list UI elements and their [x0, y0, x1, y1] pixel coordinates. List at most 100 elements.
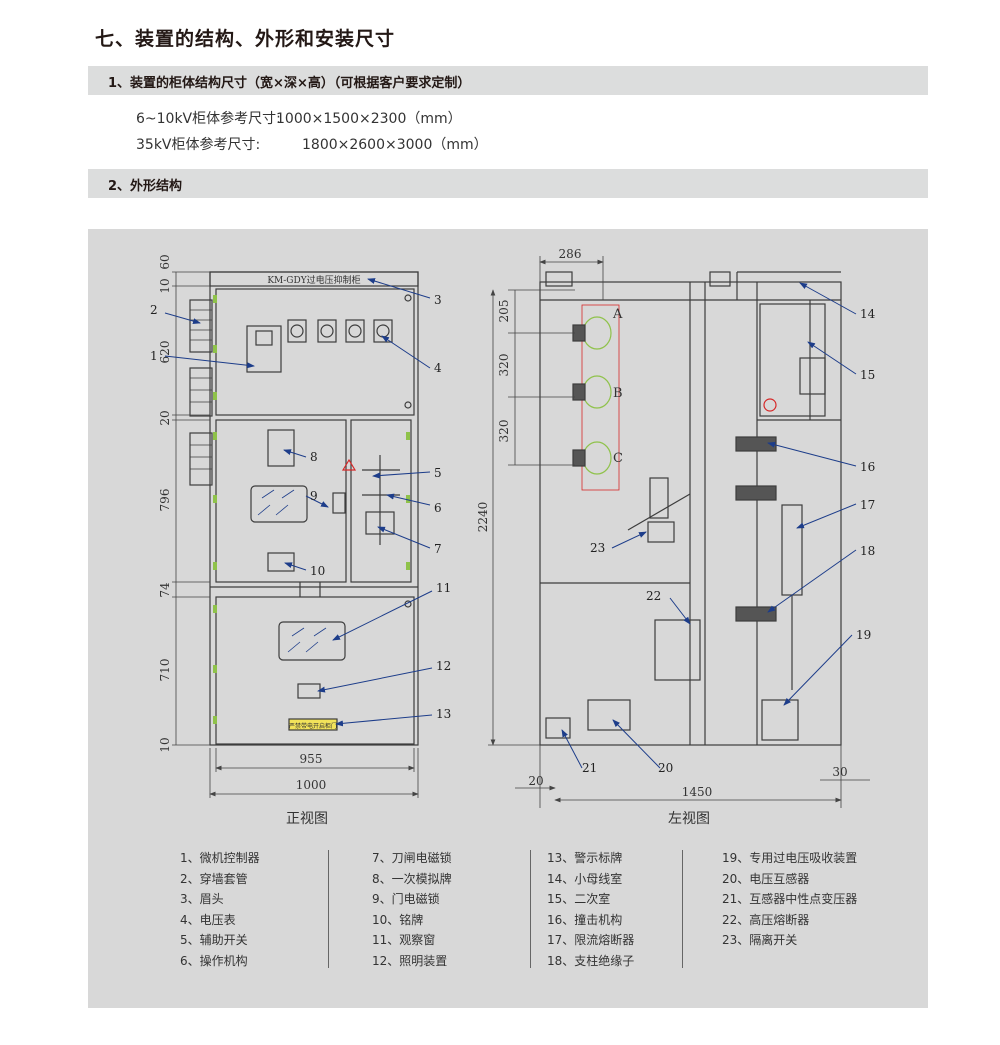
legend-item: 15、二次室 [547, 892, 611, 906]
neutral-transformer [545, 717, 571, 739]
legend-item: 20、电压互感器 [722, 871, 810, 886]
legend-item: 22、高压熔断器 [722, 912, 810, 927]
bus-label-c: C [613, 451, 623, 466]
warning-sign-text: 严禁带电开启柜门 [289, 722, 337, 730]
legend-divider [682, 850, 683, 968]
spec-label-35kv: 35kV柜体参考尺寸: [136, 137, 261, 153]
front-upper-panel [215, 288, 415, 416]
legend-item: 21、互感器中性点变压器 [722, 892, 858, 906]
legend-item: 1、微机控制器 [180, 851, 260, 865]
legend-item: 6、操作机构 [180, 953, 248, 968]
front-nameplate-text: KM-GDY过电压抑制柜 [267, 274, 360, 286]
legend-column-2: 7、刀闸电磁锁 8、一次模拟牌 9、门电磁锁 10、铭牌 11、观察窗 12、照… [372, 848, 452, 971]
legend-item: 18、支柱绝缘子 [547, 953, 635, 968]
section-title-dimensions: 1、装置的柜体结构尺寸（宽×深×高）（可根据客户要求定制） [108, 76, 471, 91]
legend-item: 8、一次模拟牌 [372, 871, 452, 886]
legend-item: 19、专用过电压吸收装置 [722, 851, 858, 865]
callout-20: 20 [658, 761, 673, 775]
spec-label-10kv: 6~10kV柜体参考尺寸: [136, 111, 281, 127]
door-lock [332, 492, 346, 514]
nameplate [267, 552, 295, 572]
hv-fuse [654, 619, 701, 681]
side-dim-320-b: 320 [497, 420, 511, 443]
section-bar-structure: 2、外形结构 [88, 169, 928, 198]
door-hinges [213, 295, 410, 724]
legend-item: 2、穿墙套管 [180, 871, 248, 886]
callout-6: 6 [434, 501, 442, 515]
side-dim-286: 286 [559, 247, 582, 261]
callout-18: 18 [860, 544, 875, 558]
side-view [539, 271, 842, 746]
callout-21: 21 [582, 761, 597, 775]
front-dim-710: 710 [158, 659, 172, 682]
callout-19: 19 [856, 628, 871, 642]
lighting-device [297, 683, 321, 699]
mimic-board [267, 429, 295, 467]
callout-10: 10 [310, 564, 325, 578]
spec-value-10kv: 1000×1500×2300（mm） [276, 111, 462, 127]
callout-4: 4 [434, 361, 442, 375]
legend-item: 10、铭牌 [372, 912, 424, 927]
legend-column-4: 19、专用过电压吸收装置 20、电压互感器 21、互感器中性点变压器 22、高压… [722, 848, 857, 951]
observation-window-lower [278, 621, 346, 661]
legend-column-3: 13、警示标牌 14、小母线室 15、二次室 16、撞击机构 17、限流熔断器 … [547, 848, 634, 971]
front-middle-right-door [350, 419, 412, 583]
front-nameplate-strip [209, 271, 419, 287]
voltmeter-1 [287, 319, 307, 343]
section-title-structure: 2、外形结构 [108, 179, 183, 194]
callout-16: 16 [860, 460, 875, 474]
front-dim-74: 74 [158, 582, 172, 598]
front-dim-955: 955 [300, 752, 323, 766]
callout-7: 7 [434, 542, 442, 556]
legend-item: 17、限流熔断器 [547, 933, 635, 947]
legend-divider [530, 850, 531, 968]
spec-row-35kv: 35kV柜体参考尺寸: 1800×2600×3000（mm） [136, 134, 488, 154]
front-view [189, 271, 419, 746]
observation-window-upper [250, 485, 308, 523]
front-dim-10-bottom: 10 [158, 737, 172, 752]
callout-12: 12 [436, 659, 451, 673]
legend-item: 12、照明装置 [372, 953, 448, 968]
bushing-upper [189, 299, 213, 353]
spec-row-10kv: 6~10kV柜体参考尺寸: 1000×1500×2300（mm） [136, 108, 462, 128]
callout-15: 15 [860, 368, 875, 382]
side-dim-20: 20 [528, 774, 543, 788]
callout-8: 8 [310, 450, 318, 464]
legend-item: 4、电压表 [180, 912, 236, 927]
drawing-panel [88, 229, 928, 1008]
bus-label-b: B [613, 386, 623, 401]
bushing-lower [189, 432, 213, 486]
front-cabinet-outline [209, 271, 419, 746]
callout-5: 5 [434, 466, 442, 480]
voltage-transformer [587, 699, 631, 731]
voltmeter-2 [317, 319, 337, 343]
voltmeter-3 [345, 319, 365, 343]
side-view-caption: 左视图 [668, 811, 710, 827]
callout-23: 23 [590, 541, 605, 555]
callout-1: 1 [150, 349, 158, 363]
front-dim-1000: 1000 [296, 778, 327, 792]
side-dim-30: 30 [832, 765, 847, 779]
legend-item: 9、门电磁锁 [372, 892, 440, 906]
legend-item: 13、警示标牌 [547, 851, 623, 865]
bushing-middle [189, 367, 213, 417]
callout-11: 11 [436, 581, 451, 595]
front-view-caption: 正视图 [286, 811, 328, 827]
front-dim-60: 60 [158, 254, 172, 269]
legend-divider [328, 850, 329, 968]
side-dim-205: 205 [497, 300, 511, 323]
side-dim-1450: 1450 [682, 785, 713, 799]
callout-17: 17 [860, 498, 875, 512]
bus-label-a: A [612, 307, 623, 322]
front-dim-10-top: 10 [158, 278, 172, 293]
spec-value-35kv: 1800×2600×3000（mm） [302, 137, 488, 153]
side-dim-320-a: 320 [497, 354, 511, 377]
side-dim-2240: 2240 [476, 502, 490, 533]
front-middle-left-door [215, 419, 347, 583]
front-dim-620: 620 [158, 341, 172, 364]
callout-14: 14 [860, 307, 876, 321]
controller-box [246, 325, 282, 373]
page-heading: 七、装置的结构、外形和安装尺寸 [95, 28, 396, 50]
legend-item: 14、小母线室 [547, 871, 623, 886]
